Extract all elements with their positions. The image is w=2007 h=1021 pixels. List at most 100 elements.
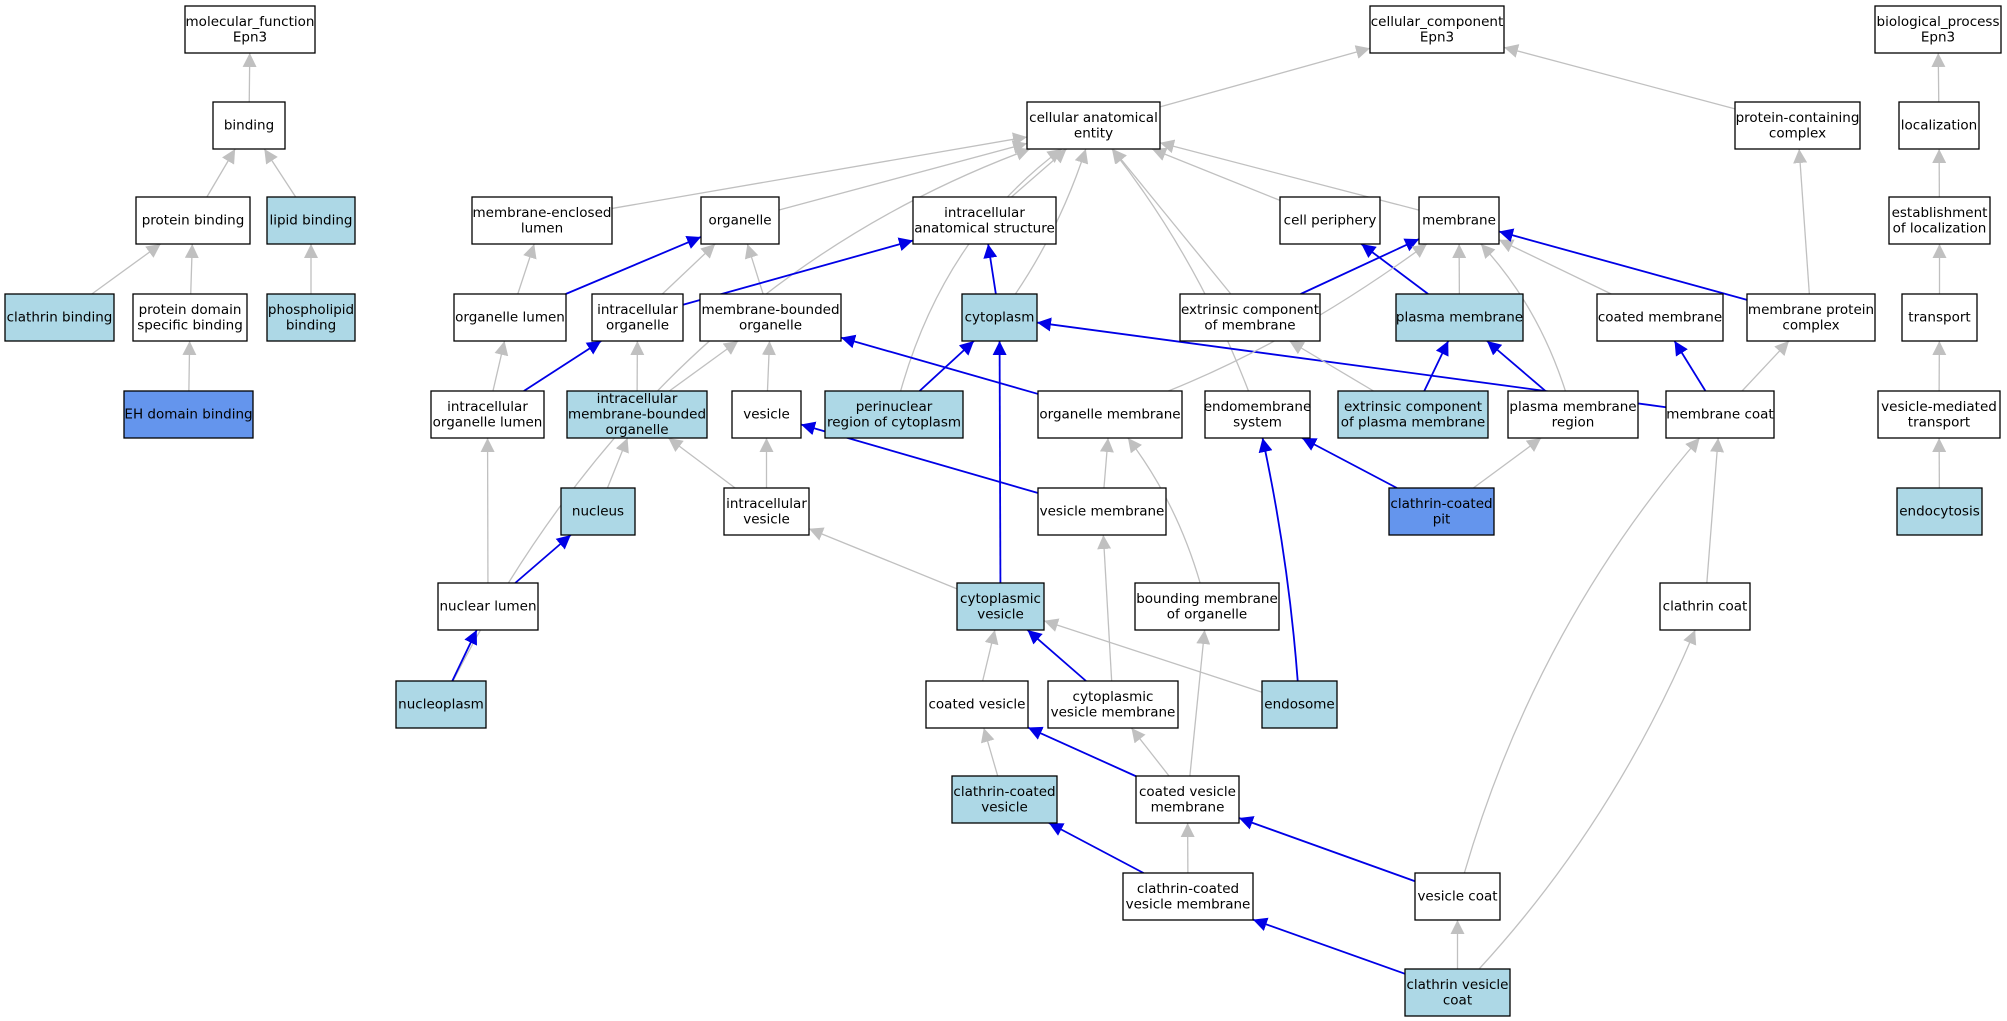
node-coated-vesicle[interactable]: coated vesicle <box>925 680 1029 729</box>
node-clathrin-binding[interactable]: clathrin binding <box>4 293 115 342</box>
node-membrane[interactable]: membrane <box>1418 196 1500 245</box>
node-box <box>1395 293 1524 342</box>
node-box <box>566 390 708 439</box>
node-box <box>184 5 316 54</box>
edge-protein-binding-to-binding <box>206 148 236 198</box>
node-label: vesicle membrane <box>1040 504 1165 520</box>
node-membrane-coat[interactable]: membrane coat <box>1665 390 1775 439</box>
node-box <box>1596 293 1724 342</box>
node-lipid-binding[interactable]: lipid binding <box>266 196 356 245</box>
node-box <box>1026 101 1161 150</box>
node-clathrin-coat[interactable]: clathrin coat <box>1659 582 1751 631</box>
edge-iol-to-organelle-lumen <box>492 340 509 392</box>
node-nucleoplasm[interactable]: nucleoplasm <box>395 680 487 729</box>
node-organelle-lumen[interactable]: organelle lumen <box>453 293 567 342</box>
edge-vesicle-coat-to-membrane-coat <box>1463 437 1701 874</box>
edge-mbo-to-organelle <box>744 243 764 295</box>
node-nuclear-lumen[interactable]: nuclear lumen <box>437 582 539 631</box>
node-label: clathrin-coated <box>1137 881 1239 897</box>
node-label: cellular anatomical <box>1029 110 1158 126</box>
node-coated-membrane[interactable]: coated membrane <box>1596 293 1724 342</box>
node-label: endocytosis <box>1899 504 1979 520</box>
node-eh[interactable]: EH domain binding <box>123 390 254 439</box>
node-organelle-membrane[interactable]: organelle membrane <box>1037 390 1183 439</box>
edge-coated-vesicle-to-cytoplasmic-vesicle <box>982 629 999 682</box>
edge-intracellular-organelle-to-organelle <box>661 243 716 295</box>
edge-pdsb-to-protein-binding <box>184 243 199 295</box>
edge-nucleoplasm-to-nuclear-lumen <box>451 629 478 682</box>
node-localization[interactable]: localization <box>1898 101 1980 150</box>
edge-binding-to-mf <box>242 52 257 103</box>
node-vesicle-coat[interactable]: vesicle coat <box>1414 872 1501 921</box>
node-label: extrinsic component <box>1181 302 1319 318</box>
node-cytoplasm[interactable]: cytoplasm <box>961 293 1038 342</box>
node-plasma-membrane[interactable]: plasma membrane <box>1395 293 1524 342</box>
edge-bmo-to-organelle-membrane <box>1127 437 1201 584</box>
node-endocytosis[interactable]: endocytosis <box>1896 487 1983 536</box>
edge-ccp-to-pmr <box>1472 437 1542 489</box>
edge-clathrin-vesicle-coat-to-clathrin-coat <box>1478 629 1697 970</box>
node-label: vesicle membrane <box>1051 704 1176 720</box>
node-label: establishment <box>1892 205 1988 221</box>
edge-pcc-to-cc <box>1503 44 1736 110</box>
node-label: vesicle <box>977 606 1024 622</box>
node-binding[interactable]: binding <box>212 101 286 150</box>
node-label: nuclear lumen <box>439 599 536 615</box>
node-box <box>1134 582 1280 631</box>
node-organelle[interactable]: organelle <box>700 196 780 245</box>
edge-cae-to-cc <box>1159 45 1371 108</box>
edge-perinuclear-to-cae <box>900 148 1063 392</box>
node-vesicle[interactable]: vesicle <box>731 390 802 439</box>
node-box <box>1507 390 1639 439</box>
edge-membrane-coat-to-mpc <box>1741 340 1790 392</box>
edge-nucleus-to-imbo <box>606 437 629 489</box>
node-label: endosome <box>1264 697 1334 713</box>
node-label: cytoplasmic <box>1073 689 1154 705</box>
node-protein-binding[interactable]: protein binding <box>135 196 251 245</box>
edge-clathrin-binding-to-protein-binding <box>91 243 162 295</box>
node-label: intracellular <box>597 302 678 318</box>
edge-membrane-coat-to-coated-membrane <box>1673 340 1707 392</box>
edge-endosome-to-endomembrane <box>1258 437 1299 682</box>
node-box <box>135 196 251 245</box>
node-endosome[interactable]: endosome <box>1261 680 1338 729</box>
node-transport[interactable]: transport <box>1901 293 1978 342</box>
node-label: localization <box>1901 118 1977 134</box>
node-vesicle-membrane[interactable]: vesicle membrane <box>1037 487 1167 536</box>
node-label: membrane-bounded <box>568 407 706 423</box>
edge-cytoplasm-to-ias <box>983 243 998 295</box>
node-cell-periphery[interactable]: cell periphery <box>1279 196 1381 245</box>
node-nucleus[interactable]: nucleus <box>560 487 636 536</box>
